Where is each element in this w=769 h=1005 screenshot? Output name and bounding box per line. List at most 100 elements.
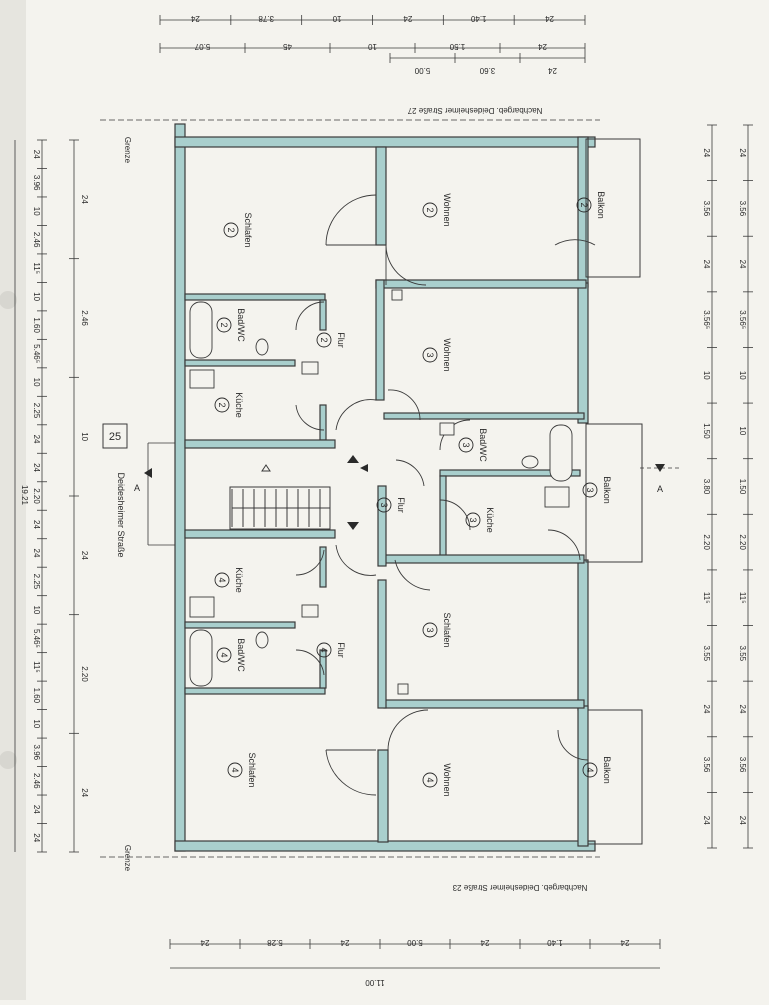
dimension-label: 5.00 (407, 938, 423, 947)
dimension-label: 24 (403, 14, 412, 23)
room-name: Küche (234, 392, 244, 418)
room-name: Wohnen (442, 193, 452, 226)
unit-number: 2 (226, 227, 236, 232)
door-balkon3 (547, 529, 581, 561)
dimension-label: 24 (480, 938, 489, 947)
wall-garden-upper (577, 282, 589, 424)
door-wohnen2 (385, 244, 427, 286)
dimension-label: 24 (702, 148, 711, 157)
section-arrow-left (144, 468, 152, 478)
unit-number: 4 (319, 647, 329, 652)
unit-number: 4 (425, 777, 435, 782)
dimension-label: 10 (738, 426, 747, 435)
dimension-lines (14, 15, 753, 969)
arrow-marker-4 (261, 464, 271, 472)
dimension-label: 5.46⁵ (32, 629, 41, 648)
room-name: Bad/WC (236, 308, 246, 342)
room-name: Küche (485, 507, 495, 533)
dimension-label: 24 (702, 816, 711, 825)
dimension-label: 3.55 (738, 646, 747, 662)
door-schlafen3 (394, 559, 431, 591)
door-flur2-entry (335, 399, 377, 431)
neighbor-bottom-label: Nachbargeb. Deidesheimer Straße 23 (452, 883, 587, 892)
room-label: Bad/WC4 (216, 638, 246, 672)
wall-kueche3-schlafen3 (383, 554, 585, 564)
unit-number: 3 (585, 487, 595, 492)
unit-badge (214, 572, 230, 588)
dimension-label: 24 (548, 66, 557, 75)
stove-4 (189, 596, 215, 618)
dimension-label: 1.40 (470, 14, 486, 23)
room-name: Schlafen (442, 612, 452, 647)
door-bad2 (295, 301, 325, 331)
street-annotation: 25 Deidesheimer Straße A A (102, 423, 680, 558)
dimension-label: 10 (80, 432, 89, 441)
toilet-3 (521, 455, 539, 469)
dimension-label: 24 (538, 42, 547, 51)
dimension-label: 2.20 (702, 534, 711, 550)
room-name: Schlafen (243, 212, 253, 247)
dimension-label: 24 (32, 463, 41, 472)
unit-badge (422, 202, 438, 218)
dimension-label: 24 (738, 705, 747, 714)
dimension-label: 3.60 (479, 66, 495, 75)
room-label: Küche 2 (214, 392, 244, 418)
dimension-label: 3.96 (32, 745, 41, 761)
door-flur3-entry (395, 459, 425, 487)
dimension-label: 3.56⁵ (738, 310, 747, 329)
dimension-label: 24 (80, 788, 89, 797)
dimension-label: 24 (32, 520, 41, 529)
dimension-label: 1.60 (32, 688, 41, 704)
wall-schlafen2-bad2 (184, 293, 326, 301)
dimension-label: 5.28 (267, 938, 283, 947)
wall-stair-kueche4 (184, 529, 336, 539)
dimension-label: 24 (32, 549, 41, 558)
stove-3 (544, 486, 570, 508)
dimension-total-label: 19.21 (20, 485, 29, 506)
street-label: Deidesheimer Straße (116, 472, 126, 557)
unit-badge (376, 497, 392, 513)
dimension-label: 1.40 (547, 938, 563, 947)
wall-schlafen3-wohnen4 (383, 699, 585, 709)
unit-number: 2 (425, 207, 435, 212)
section-marker-left: A (134, 483, 140, 493)
wall-bad4-schlafen4 (184, 687, 326, 695)
door-bad4 (295, 649, 325, 676)
sink-bad3 (439, 422, 455, 436)
unit-badge (223, 222, 239, 238)
dimension-label: 10 (32, 207, 41, 216)
unit-number: 2 (217, 402, 227, 407)
door-wohnen3 (387, 389, 421, 421)
sink-kueche4 (301, 604, 319, 618)
dimension-label: 11⁵ (738, 592, 747, 604)
room-label: Bad/WC3 (458, 428, 488, 462)
dimension-label: 3.80 (702, 479, 711, 495)
dimension-label: 3.56 (738, 201, 747, 217)
section-bracket (147, 442, 175, 546)
staircase (231, 489, 330, 527)
dimension-label: 10 (738, 371, 747, 380)
neighbor-labels: Nachbargeb. Deidesheimer Straße 27 Nachb… (100, 106, 600, 892)
shaft-wohnen3 (391, 289, 403, 301)
door-kueche2 (295, 404, 325, 431)
bathtub-4 (189, 629, 213, 687)
binder-hole-top (0, 291, 17, 309)
fixtures (189, 289, 573, 695)
dimension-label: 3.56⁵ (702, 310, 711, 329)
room-name: Flur (336, 332, 346, 348)
dimension-label: 3.56 (738, 757, 747, 773)
dimension-label: 24 (32, 833, 41, 842)
wall-kueche2-stair (184, 439, 336, 449)
room-name: Balkon (602, 756, 612, 784)
unit-number: 3 (461, 442, 471, 447)
wall-street-facade (174, 123, 186, 852)
dimension-label: 1.60 (32, 317, 41, 333)
unit-number: 2 (319, 337, 329, 342)
dimension-label: 3.56 (702, 201, 711, 217)
door-balkon2 (554, 239, 596, 246)
